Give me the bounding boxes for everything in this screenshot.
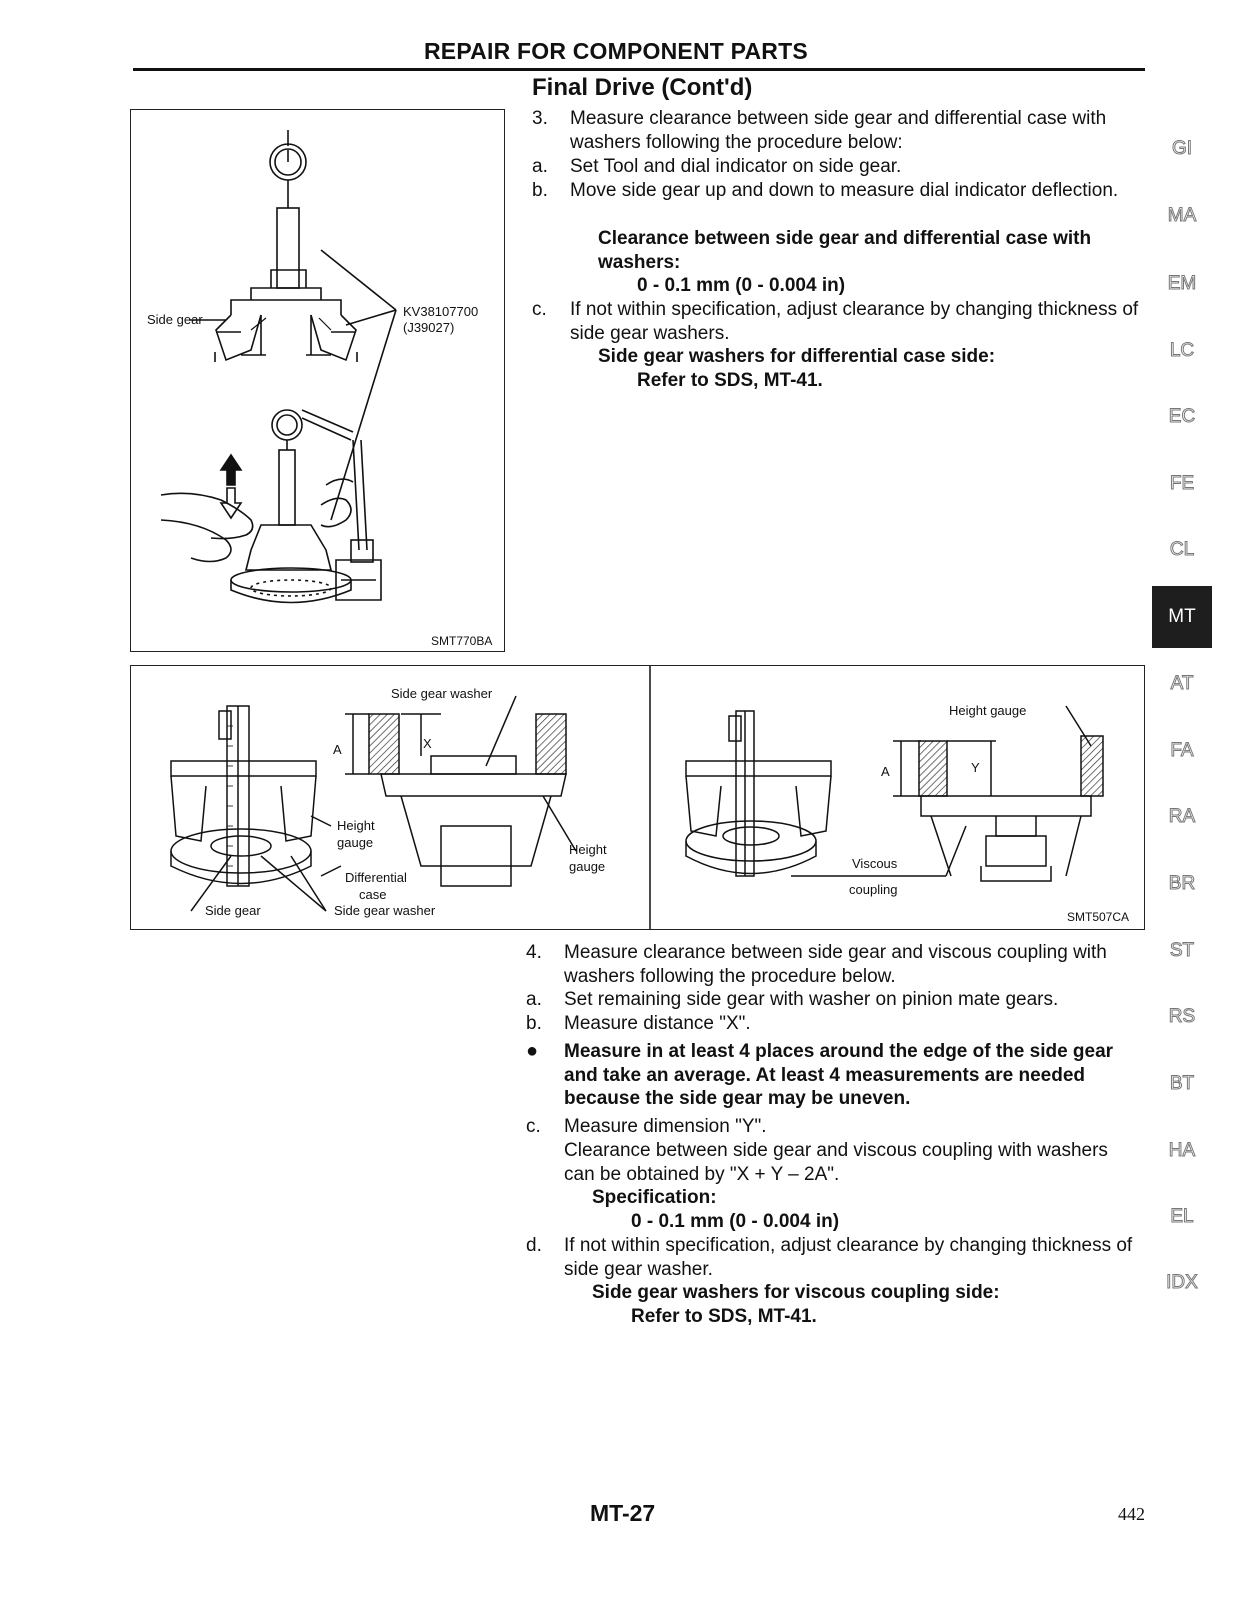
label-height-gauge-right-2: gauge	[569, 859, 606, 874]
label-height-gauge-right: Height	[569, 842, 607, 857]
tab-el[interactable]: EL	[1170, 1206, 1194, 1228]
substep-text: Set Tool and dial indicator on side gear…	[570, 156, 902, 177]
label-side-gear: Side gear	[147, 312, 203, 327]
tab-mt-active[interactable]: MT	[1152, 586, 1212, 648]
label-differential-case: Differential	[345, 870, 407, 885]
label-tool-alt-number: (J39027)	[403, 320, 455, 335]
tab-idx[interactable]: IDX	[1166, 1272, 1199, 1294]
figure-dial-indicator-illustration	[160, 130, 397, 604]
substep-label: d.	[526, 1235, 542, 1256]
page-label: MT-27	[590, 1500, 656, 1526]
label-coupling: coupling	[849, 882, 898, 897]
substep-text: If not within specification, adjust clea…	[570, 299, 1139, 344]
step-number: 3.	[532, 108, 548, 129]
tab-ha[interactable]: HA	[1168, 1140, 1196, 1162]
substep-label: c.	[526, 1116, 541, 1137]
label-viscous: Viscous	[852, 856, 898, 871]
tab-cl[interactable]: CL	[1169, 539, 1195, 561]
substep-text: Set remaining side gear with washer on p…	[564, 989, 1059, 1010]
page-header-title: REPAIR FOR COMPONENT PARTS	[424, 38, 808, 64]
washer-reference: Refer to SDS, MT-41.	[637, 370, 823, 391]
substep-label: b.	[526, 1013, 542, 1034]
figure-code: SMT507CA	[1067, 910, 1130, 924]
spec-value: 0 - 0.1 mm (0 - 0.004 in)	[631, 1211, 840, 1232]
tab-at[interactable]: AT	[1170, 673, 1194, 695]
label-side-gear: Side gear	[205, 903, 261, 918]
label-height-gauge-left: Height	[337, 818, 375, 833]
label-dimension-a-2: A	[881, 764, 890, 779]
figure-height-gauge: Side gear washer A X Height gauge Differ…	[130, 665, 1145, 930]
tab-lc[interactable]: LC	[1169, 340, 1195, 362]
figure-dial-indicator: Side gear KV38107700 (J39027) SMT770BA	[130, 109, 505, 652]
substep-label: a.	[532, 156, 548, 177]
spec-title: Clearance between side gear and differen…	[598, 228, 1092, 273]
figure-code: SMT770BA	[431, 634, 493, 648]
tab-em[interactable]: EM	[1167, 273, 1197, 295]
tab-st[interactable]: ST	[1169, 940, 1195, 962]
tab-gi[interactable]: GI	[1171, 138, 1193, 160]
substep-label: a.	[526, 989, 542, 1010]
page-number: 442	[1118, 1504, 1145, 1524]
header-rule	[133, 68, 1145, 71]
label-side-gear-washer-bottom: Side gear washer	[334, 903, 436, 918]
substep-text: Move side gear up and down to measure di…	[570, 180, 1119, 201]
label-height-gauge-left-2: gauge	[337, 835, 374, 850]
bullet-text: Measure in at least 4 places around the …	[564, 1041, 1114, 1110]
substep-label: c.	[532, 299, 547, 320]
label-dimension-x: X	[423, 736, 432, 751]
step-text: Measure clearance between side gear and …	[564, 942, 1107, 987]
spec-title: Specification:	[592, 1187, 717, 1208]
tab-fe[interactable]: FE	[1169, 473, 1195, 495]
tab-fa[interactable]: FA	[1170, 740, 1194, 762]
spec-value: 0 - 0.1 mm (0 - 0.004 in)	[637, 275, 846, 296]
substep-text: Measure dimension "Y".	[564, 1116, 767, 1137]
label-tool-number: KV38107700	[403, 304, 479, 319]
tab-rs[interactable]: RS	[1168, 1006, 1196, 1028]
figure-height-gauge-illustration	[170, 666, 1104, 929]
label-side-gear-washer-top: Side gear washer	[391, 686, 493, 701]
label-dimension-y: Y	[971, 760, 980, 775]
label-differential-case-2: case	[359, 887, 387, 902]
label-dimension-a: A	[333, 742, 342, 757]
substep-label: b.	[532, 180, 548, 201]
step-text: Measure clearance between side gear and …	[570, 108, 1107, 153]
substep-text: If not within specification, adjust clea…	[564, 1235, 1133, 1280]
tab-ma[interactable]: MA	[1167, 205, 1197, 227]
tab-ra[interactable]: RA	[1168, 806, 1196, 828]
step-number: 4.	[526, 942, 542, 963]
tab-bt[interactable]: BT	[1169, 1073, 1195, 1095]
washer-title: Side gear washers for viscous coupling s…	[592, 1282, 1000, 1303]
washer-title: Side gear washers for differential case …	[598, 346, 996, 367]
tab-br[interactable]: BR	[1168, 873, 1196, 895]
washer-reference: Refer to SDS, MT-41.	[631, 1306, 817, 1327]
bullet-icon: ●	[526, 1040, 539, 1062]
tab-ec[interactable]: EC	[1168, 406, 1196, 428]
clearance-formula: Clearance between side gear and viscous …	[564, 1140, 1108, 1185]
section-title: Final Drive (Cont'd)	[532, 74, 753, 101]
label-height-gauge-top: Height gauge	[949, 703, 1027, 718]
substep-text: Measure distance "X".	[564, 1013, 751, 1034]
